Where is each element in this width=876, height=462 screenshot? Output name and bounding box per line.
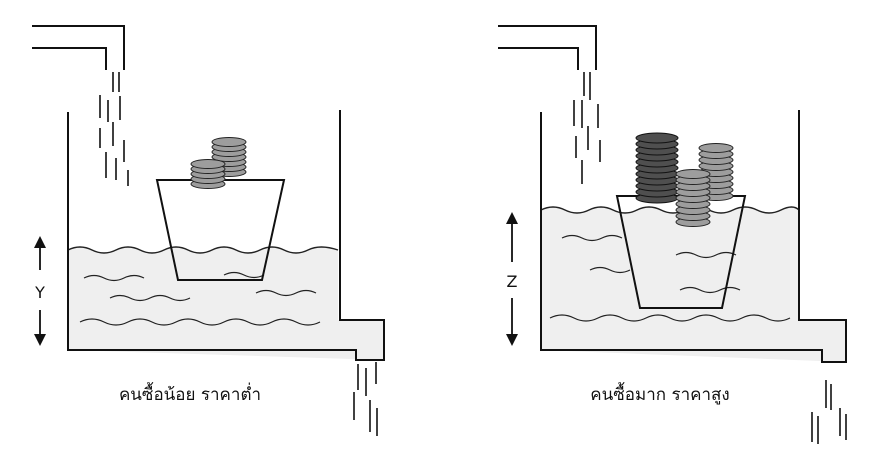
- level-arrow-right: [506, 212, 518, 346]
- coin-stack-right-front: [675, 169, 711, 227]
- water-surface-right: [540, 206, 800, 214]
- tank-right: [540, 110, 847, 363]
- level-label-right: Z: [507, 272, 518, 291]
- level-arrow-left: [34, 236, 46, 346]
- inflow-stream-right: [573, 72, 601, 184]
- panel-high-demand: Z คนซื้อมาก ราคาสูง: [498, 25, 847, 444]
- water-ripples-right: [549, 234, 791, 322]
- coin-stack-left-front: [190, 159, 226, 189]
- level-label-left: Y: [34, 283, 45, 302]
- water-body-right: [541, 207, 845, 362]
- inlet-pipe-right: [498, 25, 597, 70]
- inlet-pipe-left: [32, 25, 125, 70]
- panel-low-demand: Y คนซื้อน้อย ราคาต่ำ: [32, 25, 385, 436]
- bucket-left: [155, 179, 286, 281]
- water-ripples-left: [79, 271, 321, 326]
- tank-left: [67, 110, 385, 361]
- outflow-stream-right: [811, 380, 847, 444]
- outflow-stream-left: [353, 362, 378, 436]
- water-surface-left: [67, 246, 339, 254]
- caption-right: คนซื้อมาก ราคาสูง: [590, 382, 729, 405]
- coin-stack-right-dark: [635, 132, 679, 204]
- inflow-stream-left: [99, 72, 129, 186]
- water-body-left: [68, 247, 383, 360]
- caption-left: คนซื้อน้อย ราคาต่ำ: [119, 382, 261, 405]
